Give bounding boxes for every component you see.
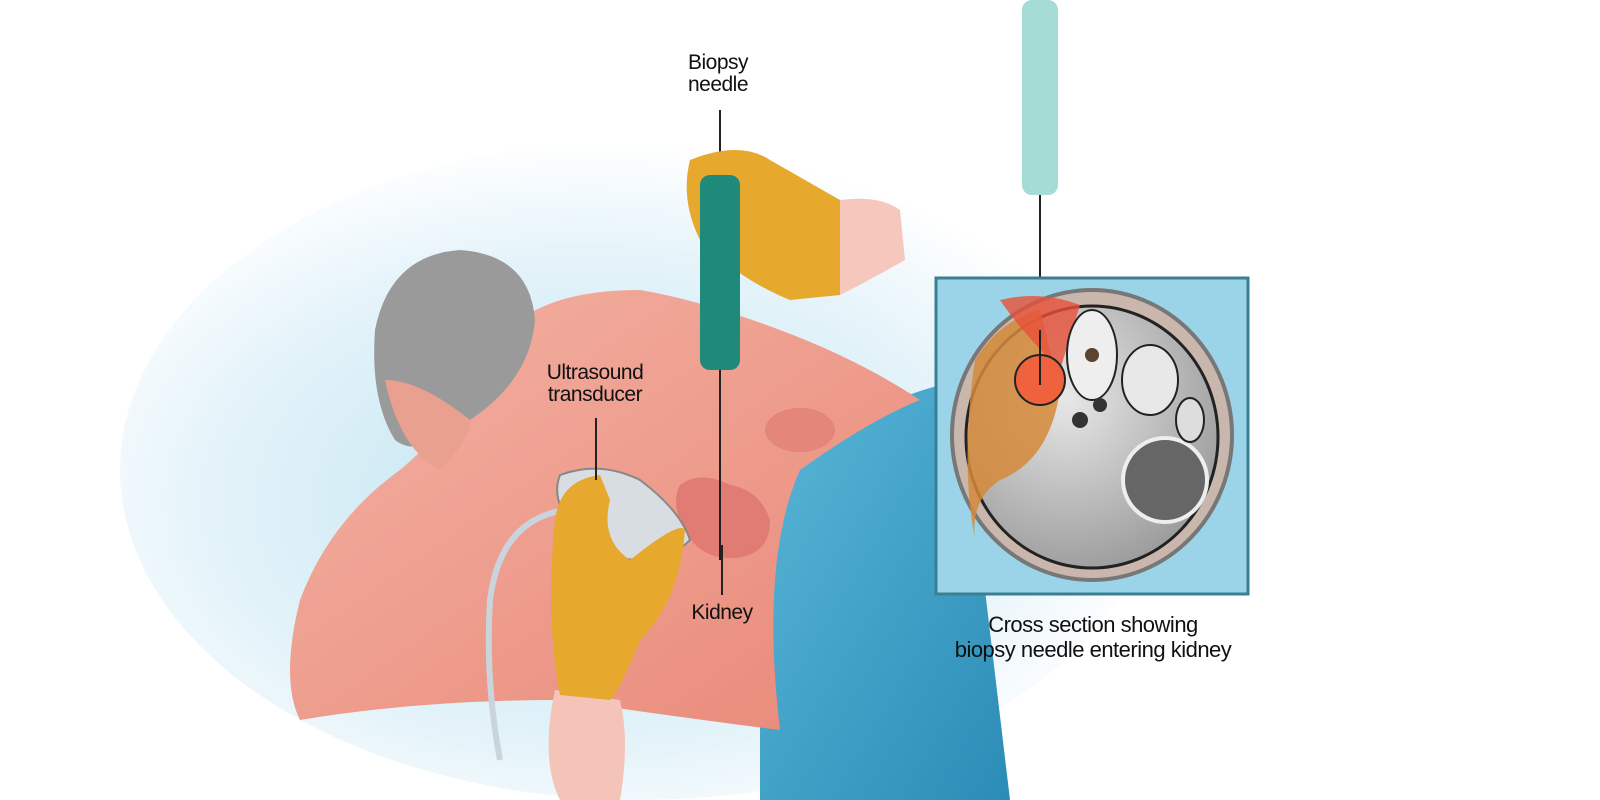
- doctor-arm-left: [548, 690, 625, 800]
- caption-line2: biopsy needle entering kidney: [954, 637, 1232, 663]
- biopsy-needle-handle: [700, 175, 740, 370]
- label-ultrasound-transducer: Ultrasound transducer: [525, 361, 665, 407]
- cross-section-caption: Cross section showing biopsy needle ente…: [930, 612, 1256, 663]
- patient-ear: [385, 380, 470, 470]
- kidney-shape: [676, 477, 770, 559]
- label-biopsy-needle-line2: needle: [687, 73, 749, 97]
- shoulder-blade: [765, 408, 835, 452]
- label-biopsy-needle: Biopsy needle: [668, 51, 768, 97]
- doctor-arm-right: [840, 198, 905, 295]
- label-ultrasound-line1: Ultrasound: [546, 361, 644, 384]
- caption-line1: Cross section showing: [988, 612, 1198, 637]
- transducer-cable: [485, 507, 566, 761]
- label-kidney: Kidney: [691, 601, 753, 624]
- cross-section-image: [950, 288, 1234, 582]
- label-ultrasound-line2: transducer: [547, 383, 643, 407]
- left-glove-hand: [551, 475, 685, 700]
- needle-handle-inset: [1022, 0, 1058, 195]
- label-biopsy-needle-line1: Biopsy: [687, 51, 749, 74]
